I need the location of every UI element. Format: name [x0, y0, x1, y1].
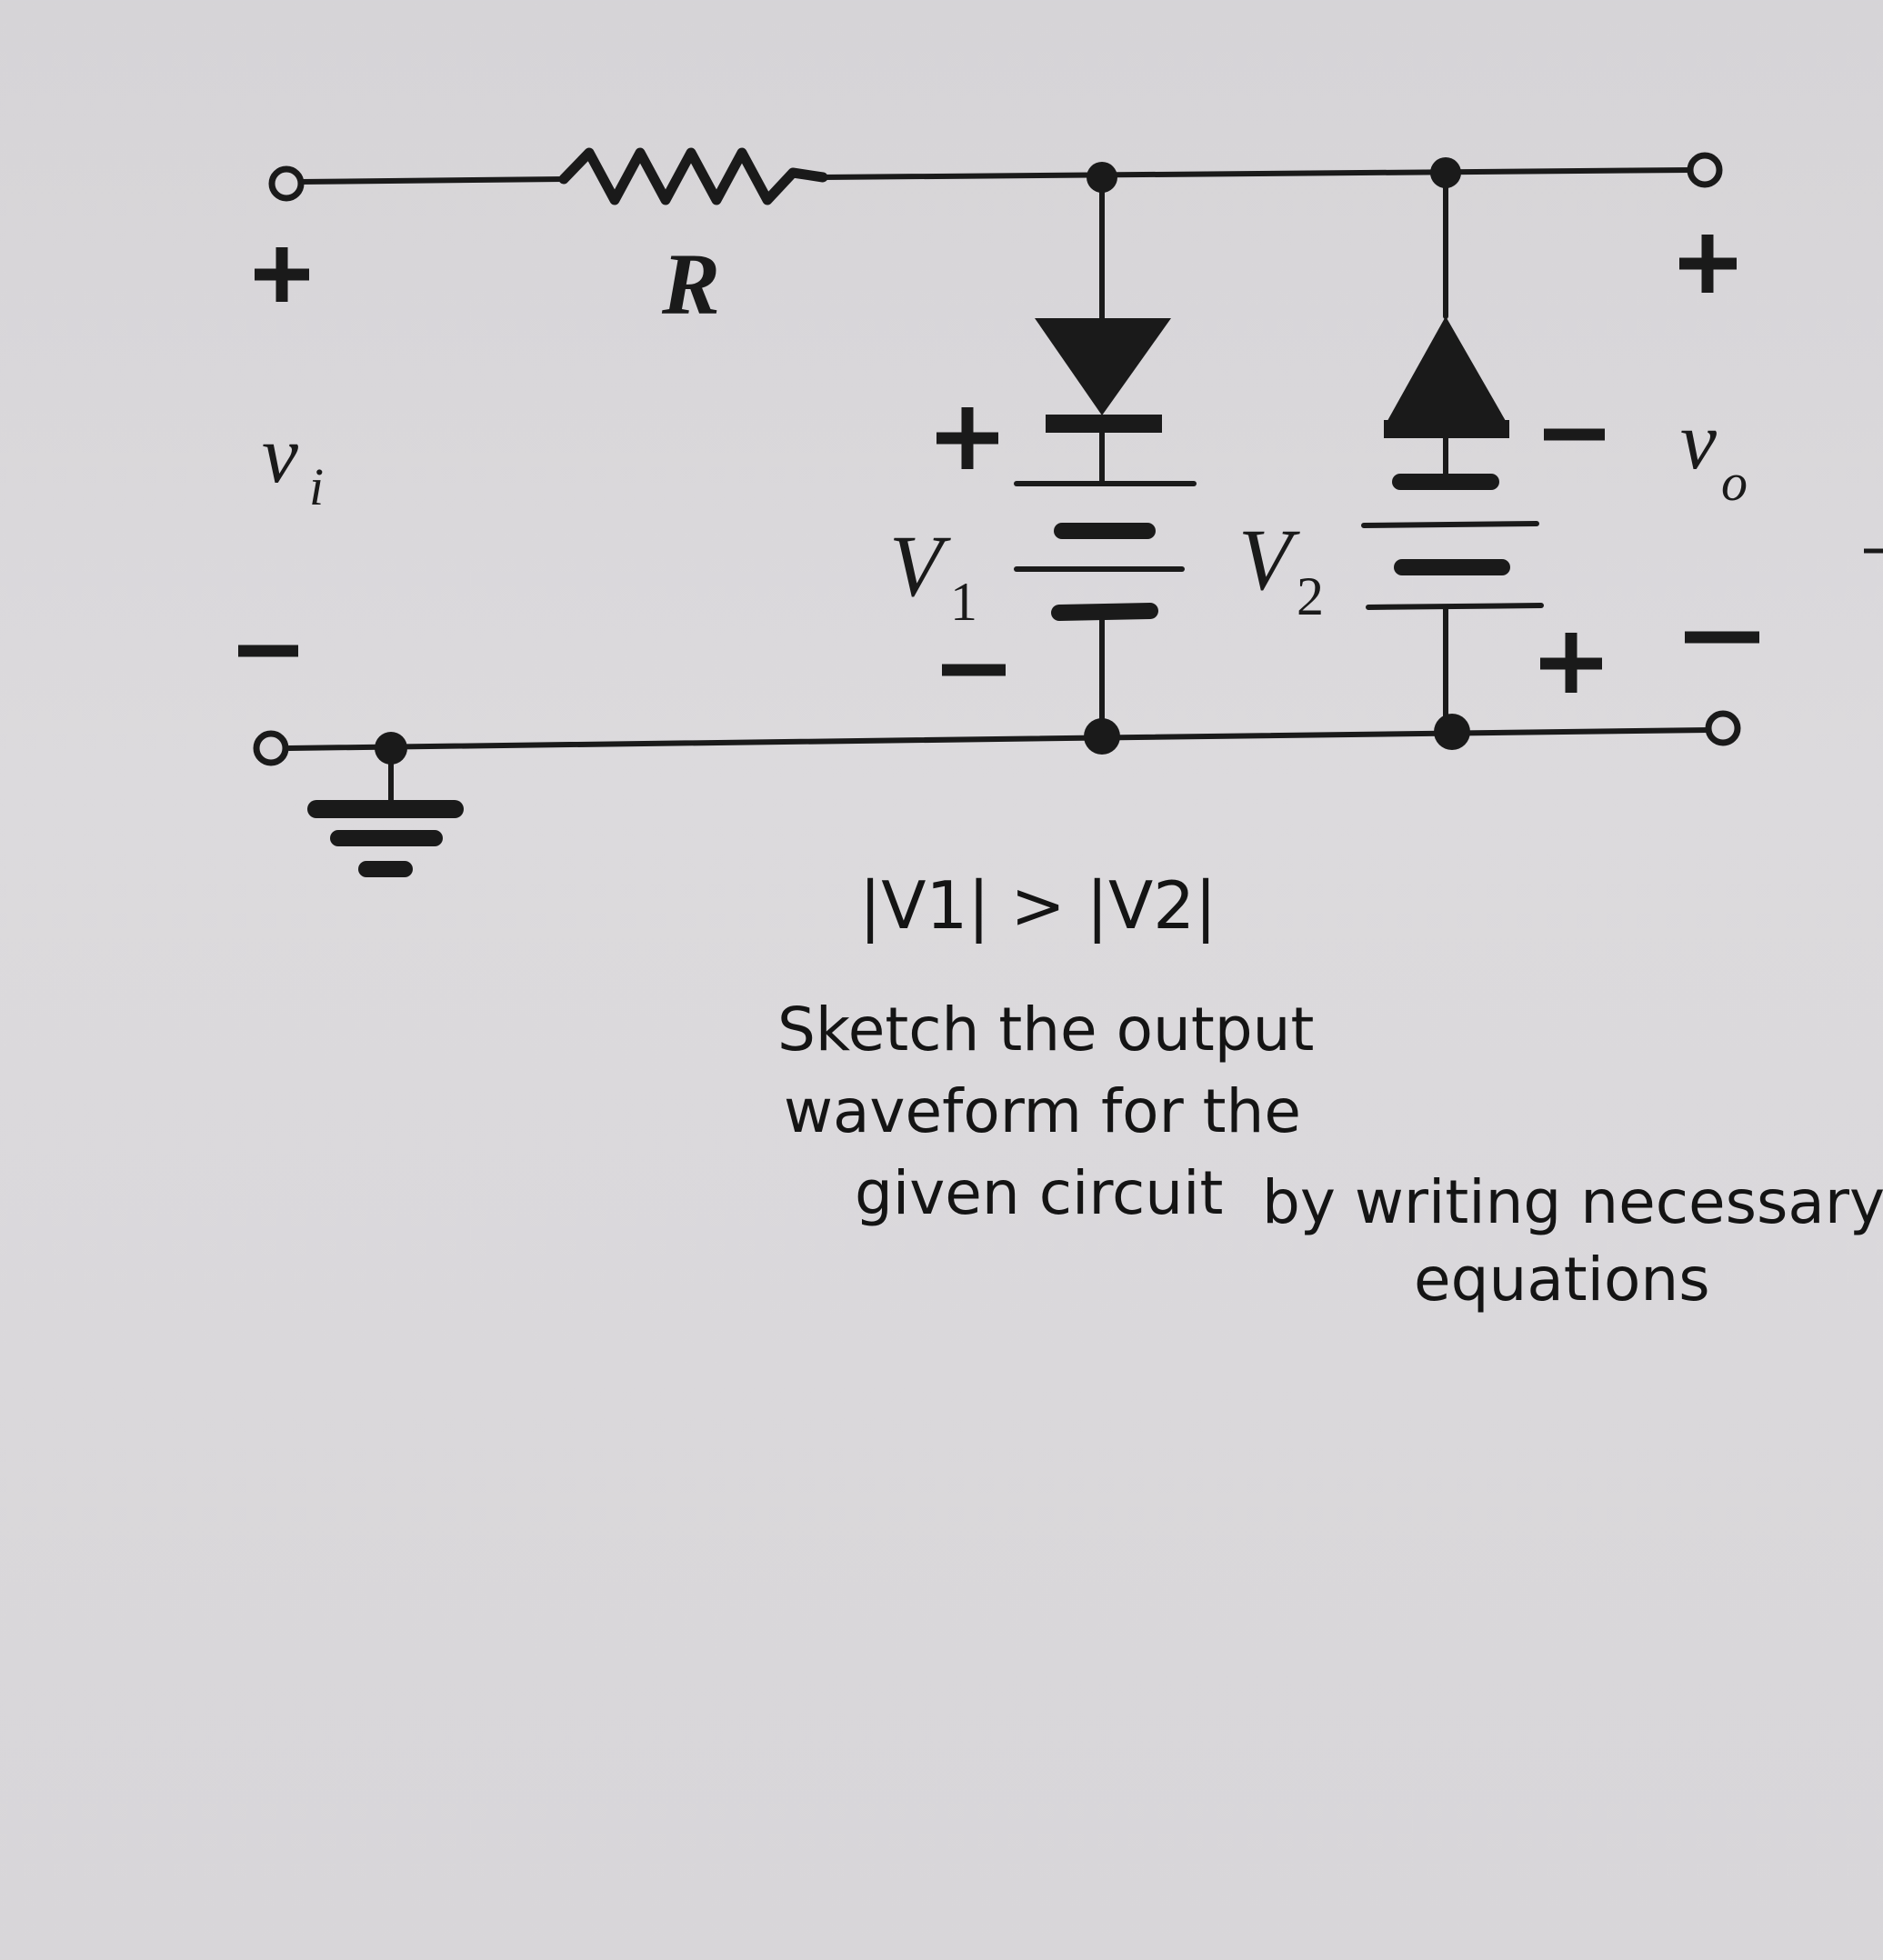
bottom-wire [286, 727, 1712, 751]
input-terminal-top [268, 165, 305, 202]
junction-bottom-1 [1084, 718, 1120, 755]
condition-text: |V1| > |V2| [859, 867, 1217, 944]
battery2-plus-sign [1540, 633, 1602, 693]
input-plus-sign [255, 247, 309, 302]
junction-top-1 [1087, 162, 1117, 193]
resistor-label: R [661, 235, 720, 333]
battery1-plus-sign [936, 407, 998, 469]
battery2-long-plate-bottom [1366, 603, 1544, 610]
input-label: v [262, 410, 298, 500]
resistor [558, 147, 828, 205]
instruction-line-3a: given circuit [855, 1158, 1224, 1228]
output-terminal-bottom [1705, 710, 1741, 746]
input-label-sub: i [309, 457, 324, 516]
instruction-line-3b: by writing necessary [1262, 1167, 1883, 1237]
battery2-long-plate-top [1361, 521, 1539, 528]
output-label-sub: o [1721, 453, 1748, 512]
battery1-label: V [889, 517, 951, 615]
battery1-short-plate-bottom [1051, 603, 1158, 621]
diode2-triangle [1384, 316, 1509, 427]
instruction-line-1: Sketch the output [777, 995, 1315, 1065]
output-label: v [1680, 396, 1717, 486]
battery2-label: V [1238, 511, 1300, 608]
input-terminal-bottom [253, 730, 289, 766]
junction-ground [375, 732, 407, 765]
instruction-line-4: equations [1414, 1245, 1710, 1315]
output-plus-sign [1679, 235, 1737, 293]
diode1-triangle [1035, 318, 1171, 415]
top-wire-left [297, 176, 566, 185]
junction-bottom-2 [1434, 714, 1470, 750]
battery2-label-sub: 2 [1297, 566, 1324, 626]
instruction-line-2: waveform for the [784, 1076, 1301, 1146]
output-terminal-top [1687, 152, 1723, 188]
battery1-label-sub: 1 [950, 572, 977, 632]
circuit-diagram: R v i v o V 1 V 2 [238, 147, 1883, 877]
top-wire-right [820, 167, 1694, 180]
junction-top-2 [1430, 157, 1461, 188]
